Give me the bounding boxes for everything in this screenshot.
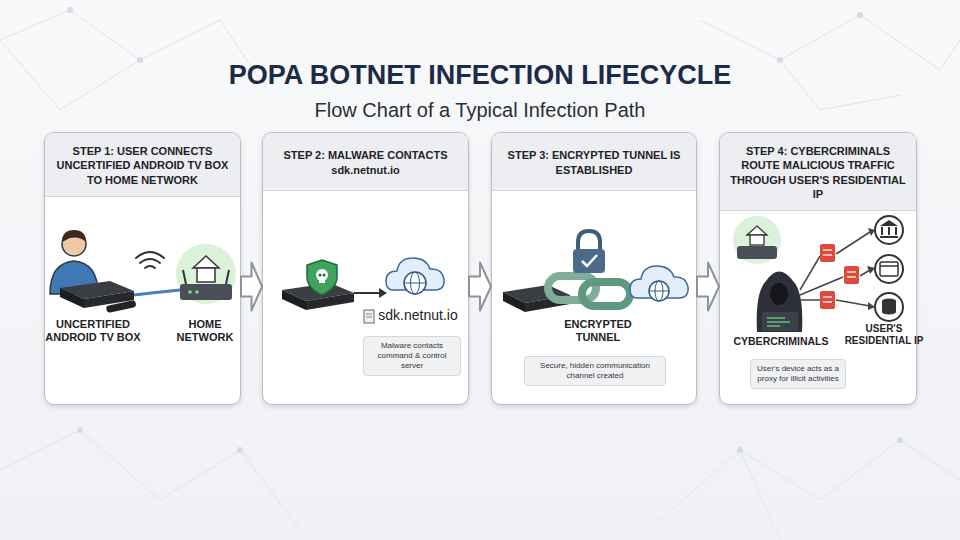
network-dot [77,427,83,433]
network-line [0,430,300,530]
step-panel: STEP 2: MALWARE CONTACTS sdk.netnut.ioMa… [262,132,469,405]
step-heading: STEP 1: USER CONNECTS UNCERTIFIED ANDROI… [53,144,232,187]
note-text: Secure, hidden communication channel cre… [530,361,660,381]
network-dot [777,57,783,63]
tunnel-label: ENCRYPTED TUNNEL [550,318,646,344]
step-heading: STEP 3: ENCRYPTED TUNNEL IS ESTABLISHED [500,148,688,177]
network-dot [857,12,863,18]
step-panel: STEP 1: USER CONNECTS UNCERTIFIED ANDROI… [44,132,241,405]
network-dot [237,447,243,453]
network-dot [737,447,743,453]
note-text: User's device acts as a proxy for illici… [756,364,840,384]
network-dot [67,7,73,13]
network-dot [137,57,143,63]
network-dot [897,437,903,443]
step-panel: STEP 4: CYBERCRIMINALS ROUTE MALICIOUS T… [719,132,917,405]
step-panel: STEP 3: ENCRYPTED TUNNEL IS ESTABLISHED S… [491,132,697,405]
step-heading: STEP 2: MALWARE CONTACTS sdk.netnut.io [271,148,460,177]
network-line [660,440,960,520]
domain-label: sdk.netnut.io [376,307,460,324]
network-line [780,60,900,110]
note-box: Malware contacts command & control serve… [363,336,461,376]
note-box: Secure, hidden communication channel cre… [524,356,666,386]
block-arrow [469,263,491,311]
note-text: Malware contacts command & control serve… [369,341,455,371]
panel-header: STEP 1: USER CONNECTS UNCERTIFIED ANDROI… [45,133,240,197]
actor-label: CYBERCRIMINALS [733,335,829,348]
target-label: USER'S RESIDENTIAL IP [838,323,930,347]
flow-arrow [469,263,491,311]
network-line [740,450,780,540]
network-line [700,15,960,70]
panel-header: STEP 4: CYBERCRIMINALS ROUTE MALICIOUS T… [720,133,916,211]
flow-arrow [697,263,719,311]
network-line [0,10,140,110]
device-label: UNCERTIFIED ANDROID TV BOX [38,318,148,344]
step-heading: STEP 4: CYBERCRIMINALS ROUTE MALICIOUS T… [728,144,908,201]
block-arrow [697,263,719,311]
diagram-title: POPA BOTNET INFECTION LIFECYCLE [0,60,960,91]
network-lines [0,10,960,540]
device-label: HOME NETWORK [172,318,238,344]
panel-header: STEP 2: MALWARE CONTACTS sdk.netnut.io [263,133,468,191]
block-arrow [241,263,262,311]
note-box: User's device acts as a proxy for illici… [750,359,846,389]
panel-header: STEP 3: ENCRYPTED TUNNEL IS ESTABLISHED [492,133,696,191]
diagram-subtitle: Flow Chart of a Typical Infection Path [0,99,960,122]
flow-arrow [241,263,262,311]
